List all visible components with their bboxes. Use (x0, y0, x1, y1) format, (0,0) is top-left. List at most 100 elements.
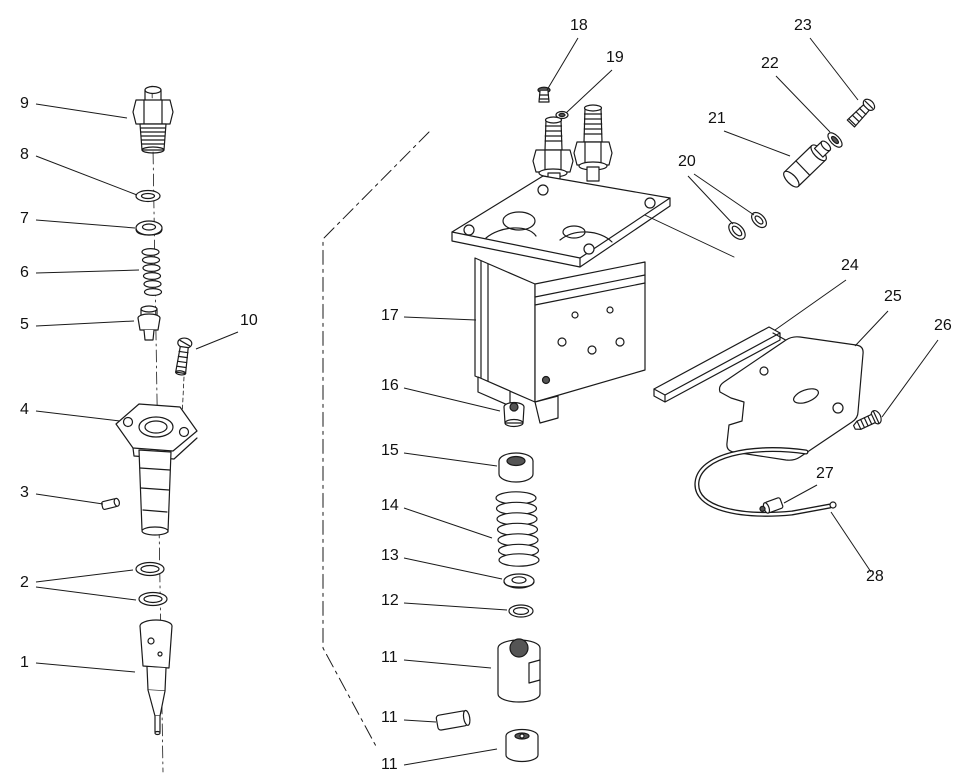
part-6-spring (141, 248, 163, 297)
part-12-oring (508, 604, 534, 618)
callout-label-9: 9 (20, 95, 29, 112)
callout-label-11: 11 (381, 756, 398, 773)
part-11-tappet (505, 728, 539, 763)
callout-label-22: 22 (761, 55, 779, 72)
callout-label-1: 1 (20, 654, 29, 671)
leader-line-4 (35, 410, 121, 422)
leader-line-27 (783, 484, 818, 504)
part-11-pin (435, 709, 471, 731)
leader-line-11 (403, 719, 437, 723)
screw-10-axis-line (181, 376, 185, 419)
delivery-valve-axis-line (629, 207, 735, 258)
injector-holder-body (138, 449, 172, 536)
callout-label-10: 10 (240, 312, 258, 329)
callout-label-4: 4 (20, 401, 29, 418)
pump-top-plate (451, 175, 671, 268)
callout-label-24: 24 (841, 257, 859, 274)
callout-label-16: 16 (381, 377, 399, 394)
leader-line-23 (809, 37, 859, 101)
part-5-valve-spindle (137, 305, 161, 341)
leader-line-13 (403, 557, 503, 580)
part-26-screw (852, 409, 882, 430)
leader-line-19 (565, 69, 613, 114)
callout-label-8: 8 (20, 146, 29, 163)
leader-line-24 (774, 279, 847, 331)
callout-label-6: 6 (20, 264, 29, 281)
leader-line-25 (854, 310, 889, 347)
callout-label-13: 13 (381, 547, 399, 564)
leader-line-8 (35, 155, 138, 196)
part-28-fuel-pipe (694, 447, 837, 517)
leader-line-12 (403, 602, 508, 611)
leader-line-7 (35, 219, 136, 229)
leader-line-11 (403, 748, 498, 766)
leader-line-3 (35, 493, 104, 505)
part-17-pump-body (474, 257, 646, 424)
callout-label-20: 20 (678, 153, 696, 170)
part-15-spring-seat (498, 452, 534, 483)
leader-line-2 (35, 569, 134, 583)
part-14-spring (495, 491, 540, 567)
part-21-delivery-valve-holder (783, 140, 832, 188)
part-1-nozzle (139, 619, 173, 736)
callout-label-14: 14 (381, 497, 399, 514)
leader-line-20 (687, 175, 734, 225)
callout-label-5: 5 (20, 316, 29, 333)
leader-line-20 (693, 173, 755, 216)
callout-label-18: 18 (570, 17, 588, 34)
callout-label-21: 21 (708, 110, 726, 127)
callout-label-12: 12 (381, 592, 399, 609)
part-25-cover-plate (718, 336, 864, 461)
part-7-washer (135, 220, 163, 236)
leader-line-16 (403, 387, 501, 412)
leader-line-26 (881, 339, 939, 418)
leader-line-2 (35, 586, 137, 601)
callout-label-26: 26 (934, 317, 952, 334)
part-27-fitting (759, 497, 784, 514)
callout-label-28: 28 (866, 568, 884, 585)
callout-label-3: 3 (20, 484, 29, 501)
callout-label-11: 11 (381, 649, 398, 666)
leader-line-11 (403, 659, 492, 669)
leader-line-14 (403, 507, 493, 539)
callout-label-17: 17 (381, 307, 399, 324)
callout-label-11: 11 (381, 709, 398, 726)
leader-line-17 (403, 316, 477, 321)
callout-label-15: 15 (381, 442, 399, 459)
part-18-plug (537, 86, 551, 103)
part-20-washers (728, 211, 767, 240)
leader-line-22 (775, 75, 831, 133)
part-2-orings (135, 561, 168, 607)
callout-label-25: 25 (884, 288, 902, 305)
part-23-bolt (846, 98, 876, 128)
leader-line-10 (195, 331, 239, 350)
part-11-plunger-barrel (497, 638, 541, 703)
leader-line-18 (546, 37, 579, 91)
part-19-washer (555, 110, 569, 120)
leader-line-1 (35, 662, 136, 673)
callout-label-23: 23 (794, 17, 812, 34)
pump-inlet-fittings (532, 104, 613, 186)
callout-label-19: 19 (606, 49, 624, 66)
part-9-cap-nut (132, 85, 174, 154)
leader-line-9 (35, 103, 128, 119)
callout-label-27: 27 (816, 465, 834, 482)
part-4-flange (115, 403, 198, 460)
leader-line-5 (35, 320, 135, 327)
leader-line-21 (723, 130, 791, 157)
part-16-spacer (503, 401, 525, 428)
part-3-pin (101, 497, 121, 510)
part-22-washer (827, 132, 843, 148)
part-8-gasket (135, 189, 161, 203)
part-24-gasket-bar (653, 326, 795, 403)
separator-dash-dot-line (322, 131, 430, 749)
part-10-screw (175, 337, 193, 376)
leader-line-15 (403, 452, 498, 467)
callout-label-7: 7 (20, 210, 29, 227)
part-13-washer (503, 573, 535, 589)
leader-line-28 (830, 511, 872, 573)
leader-line-6 (35, 269, 140, 274)
